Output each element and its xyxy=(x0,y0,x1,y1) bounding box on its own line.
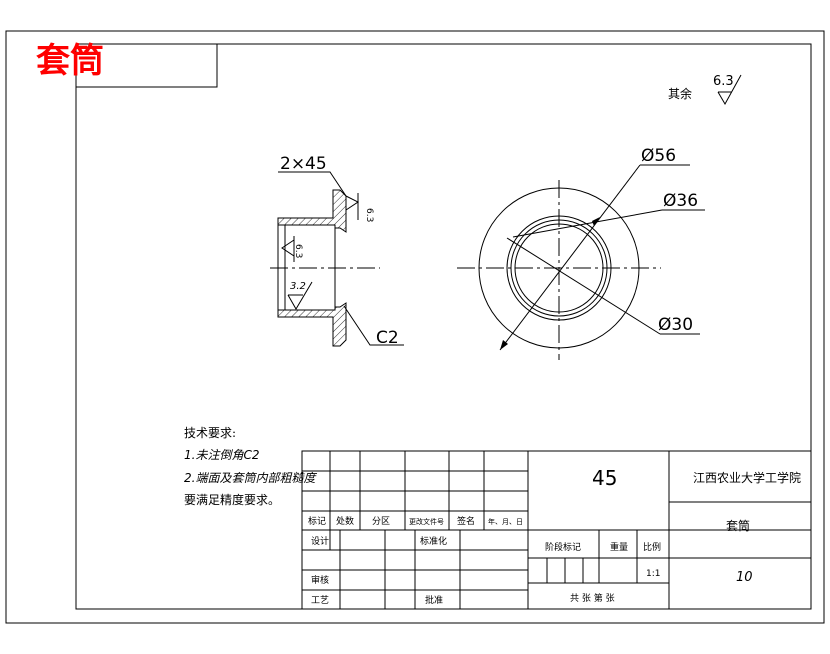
dia-inner-label: Ø30 xyxy=(658,315,693,335)
col-zone: 分区 xyxy=(372,516,390,527)
roughness-note: 其余 6.3 xyxy=(668,74,742,106)
tech-req-line3: 要满足精度要求。 xyxy=(184,492,280,507)
col-sign: 签名 xyxy=(457,515,475,527)
title-block xyxy=(301,450,812,610)
school-label: 江西农业大学工学院 xyxy=(693,470,801,485)
technical-requirements: 技术要求: 1.未注倒角C2 2.端面及套筒内部粗糙度 要满足精度要求。 xyxy=(184,426,317,507)
bottom-wall-section xyxy=(277,302,347,347)
code-box xyxy=(76,44,218,88)
dia-mid-label: Ø36 xyxy=(663,191,698,211)
tech-req-line1: 1.未注倒角C2 xyxy=(184,448,259,462)
tech-req-line2: 2.端面及套筒内部粗糙度 xyxy=(184,471,317,485)
col-count: 处数 xyxy=(336,515,354,527)
roughness-note-label: 其余 xyxy=(668,86,692,101)
review-label: 审核 xyxy=(311,574,329,586)
standardize-label: 标准化 xyxy=(420,535,447,547)
col-mark: 标记 xyxy=(308,515,326,527)
title-block-text: 45 江西农业大学工学院 套筒 10 标记 处数 分区 更改文件号 签名 年、月… xyxy=(308,466,801,606)
roughness-symbol xyxy=(717,74,742,106)
chamfer-bottom-label: C2 xyxy=(376,328,399,348)
top-wall-section xyxy=(277,189,347,233)
tech-req-heading: 技术要求: xyxy=(184,426,236,440)
drawing-number: 10 xyxy=(736,570,753,585)
dia-outer-label: Ø56 xyxy=(641,146,676,166)
design-label: 设计 xyxy=(311,535,329,547)
part-section-view: 2×45 C2 6.3 6.3 3.2 xyxy=(270,154,404,348)
scale-value: 1:1 xyxy=(646,569,660,579)
part-end-view: Ø56 Ø36 Ø30 xyxy=(457,146,705,360)
process-label: 工艺 xyxy=(311,595,329,606)
roughness-note-value: 6.3 xyxy=(713,74,734,89)
sheets-label: 共 张 第 张 xyxy=(570,592,615,604)
ratio-label: 比例 xyxy=(643,541,661,553)
material-label: 45 xyxy=(592,466,617,490)
rough-bore-label: 6.3 xyxy=(293,244,303,258)
outer-frame xyxy=(5,30,825,624)
weight-label: 重量 xyxy=(610,541,628,553)
col-date: 年、月、日 xyxy=(488,517,523,526)
chamfer-top-label: 2×45 xyxy=(280,154,327,174)
red-title: 套筒 xyxy=(36,41,104,81)
part-name-label: 套筒 xyxy=(726,518,750,533)
approve-label: 批准 xyxy=(425,594,443,606)
rough-inner-label: 3.2 xyxy=(290,281,306,292)
col-docno: 更改文件号 xyxy=(409,517,444,526)
stage-label: 阶段标记 xyxy=(545,541,581,553)
rough-flange-label: 6.3 xyxy=(364,208,374,222)
